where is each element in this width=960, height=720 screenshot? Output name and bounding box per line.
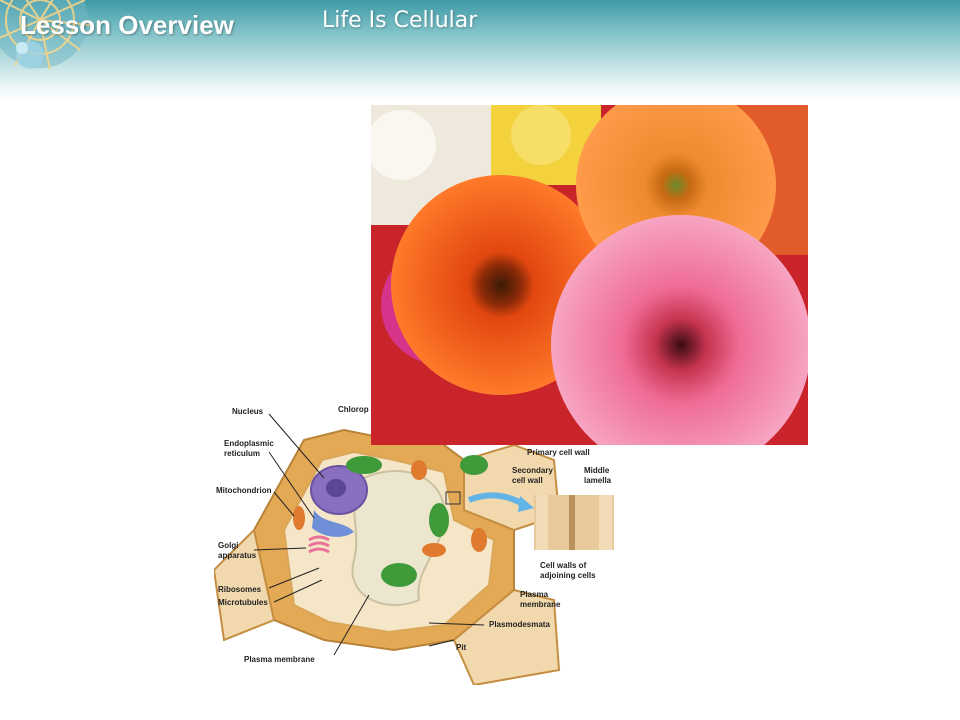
label-plasmodesmata: Plasmodesmata [489, 620, 550, 629]
label-secondary-1: Secondary [512, 466, 553, 475]
label-pit: Pit [456, 643, 467, 652]
label-endoplasmic-1: Endoplasmic [224, 439, 274, 448]
label-ribosomes: Ribosomes [218, 585, 262, 594]
label-plasma-right-2: membrane [520, 600, 561, 609]
lesson-title: Lesson Overview [20, 10, 234, 40]
label-primary-wall: Primary cell wall [527, 448, 590, 457]
logo-icon [0, 0, 91, 71]
label-chloroplast: Chlorop [338, 405, 369, 414]
label-endoplasmic-2: reticulum [224, 449, 260, 458]
label-adjoining-2: adjoining cells [540, 571, 596, 580]
label-secondary-2: cell wall [512, 476, 543, 485]
label-middle-1: Middle [584, 466, 610, 475]
label-adjoining-1: Cell walls of [540, 561, 587, 570]
label-mitochondrion: Mitochondrion [216, 486, 272, 495]
label-nucleus: Nucleus [232, 407, 264, 416]
label-golgi-1: Golgi [218, 541, 238, 550]
plant-cell-diagram: Nucleus Chlorop Endoplasmic reticulum Mi… [214, 400, 618, 685]
flowers-photo [371, 105, 808, 445]
label-golgi-2: apparatus [218, 551, 257, 560]
label-middle-2: lamella [584, 476, 612, 485]
label-plasma-membrane: Plasma membrane [244, 655, 315, 664]
slide-title: Life Is Cellular [322, 8, 478, 33]
label-microtubules: Microtubules [218, 598, 268, 607]
header-banner: Lesson Overview Life Is Cellular [0, 0, 960, 100]
label-plasma-right-1: Plasma [520, 590, 549, 599]
